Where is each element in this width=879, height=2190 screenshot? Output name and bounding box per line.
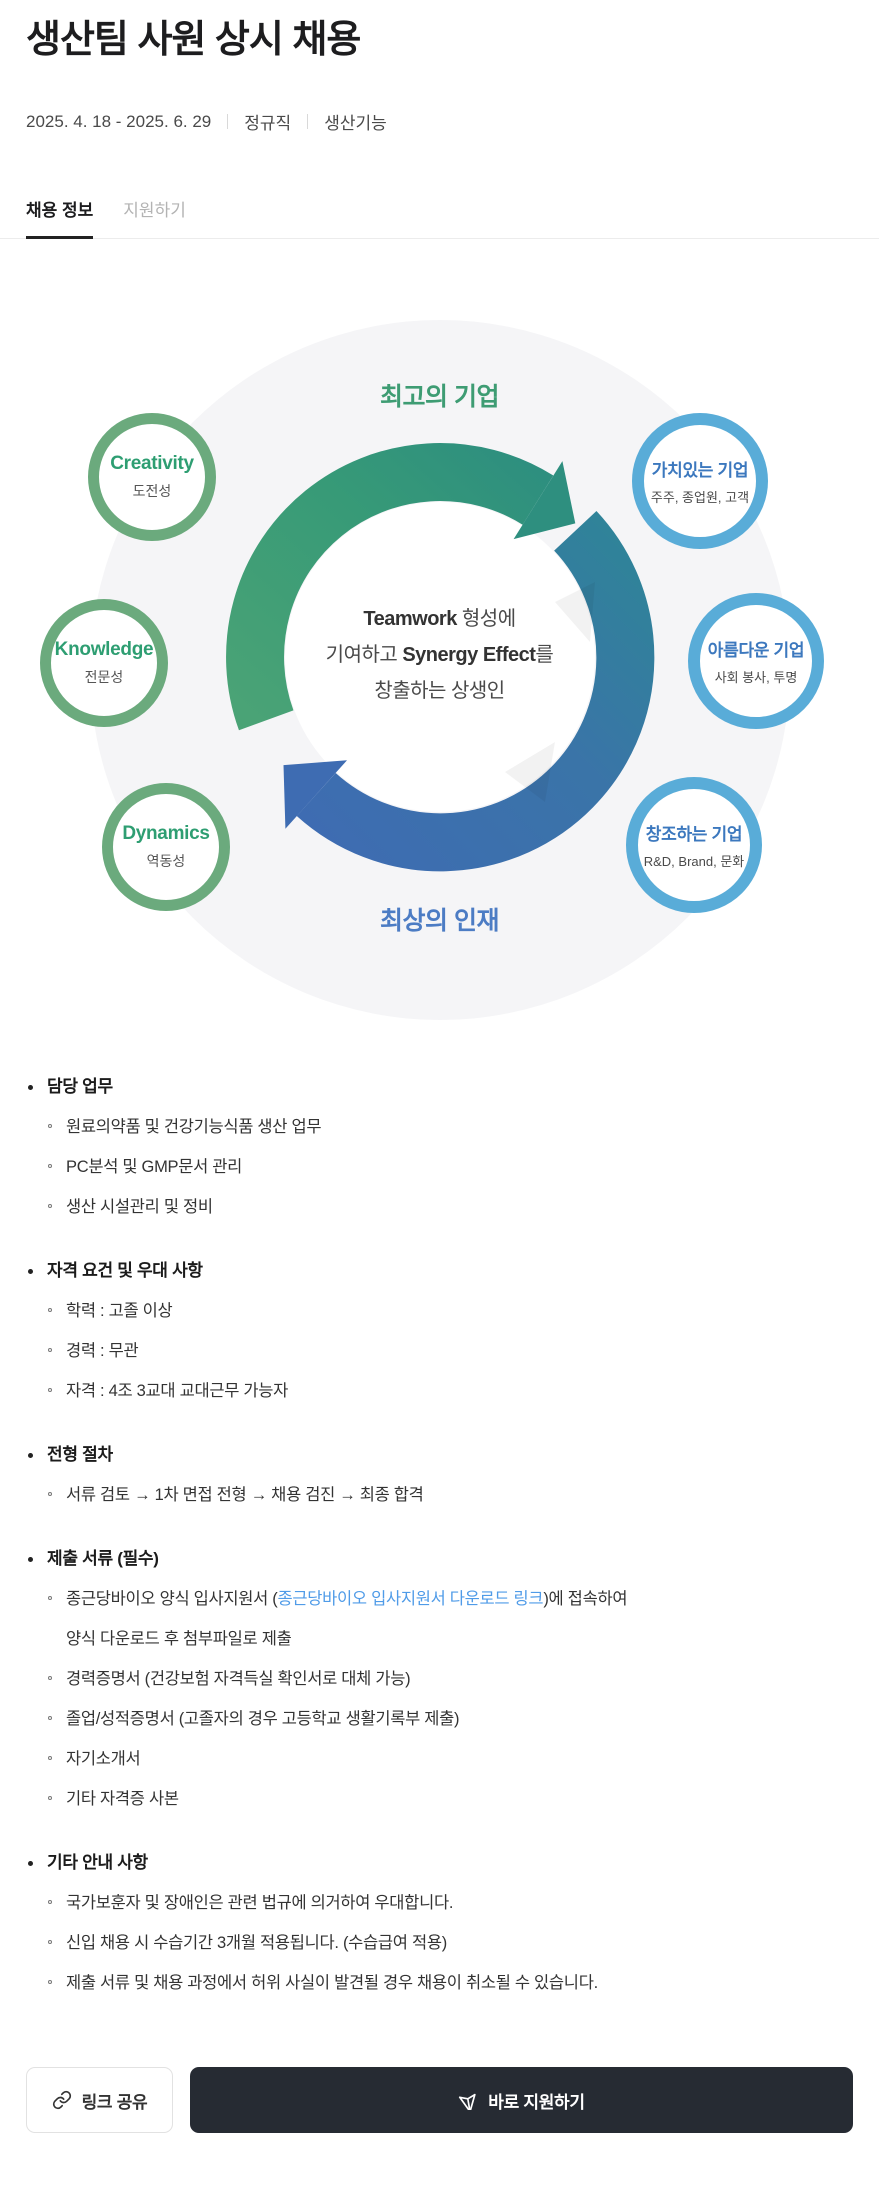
section-title: 제출 서류 (필수) (0, 1539, 879, 1579)
bullet-dot (28, 1860, 33, 1866)
diagram-bottom-label: 최상의 인재 (380, 907, 499, 936)
list-item: 국가보훈자 및 장애인은 관련 법규에 의거하여 우대합니다. (0, 1883, 879, 1923)
bullet-circle (48, 1203, 52, 1208)
list-item: 종근당바이오 양식 입사지원서 (종근당바이오 입사지원서 다운로드 링크)에 … (0, 1579, 879, 1659)
value-circle-left-3: Dynamics 역동성 (102, 783, 230, 912)
job-meta: 2025. 4. 18 - 2025. 6. 29 정규직 생산기능 (26, 109, 853, 134)
section-title: 자격 요건 및 우대 사항 (0, 1251, 879, 1291)
application-form-download-link[interactable]: 종근당바이오 입사지원서 다운로드 링크 (277, 1590, 544, 1609)
bullet-circle (48, 1347, 52, 1352)
link-icon (52, 2091, 71, 2110)
tab-bar: 채용 정보 지원하기 (0, 196, 879, 240)
bullet-circle (48, 1755, 52, 1760)
cycle-arrow-ring (226, 443, 655, 872)
send-icon (459, 2094, 476, 2111)
list-item: 서류 검토 → 1차 면접 전형 → 채용 검진 → 최종 합격 (0, 1475, 879, 1515)
action-bar: 링크 공유 바로 지원하기 (0, 2067, 879, 2175)
list-item: 경력 : 무관 (0, 1331, 879, 1371)
bullet-circle (48, 1595, 52, 1600)
value-circle-subtitle: 주주, 종업원, 고객 (650, 490, 750, 506)
bullet-circle (48, 1491, 52, 1496)
value-circle-left-1: Creativity 도전성 (88, 413, 216, 542)
bullet-dot (28, 1084, 33, 1090)
value-circle-title: Creativity (110, 453, 194, 475)
value-circle-title: 가치있는 기업 (651, 461, 749, 481)
bullet-circle (48, 1795, 52, 1800)
tab-job-info[interactable]: 채용 정보 (26, 196, 94, 240)
bullet-dot (28, 1452, 33, 1458)
job-category: 생산기능 (324, 114, 387, 134)
list-item: 신입 채용 시 수습기간 3개월 적용됩니다. (수습급여 적용) (0, 1923, 879, 1963)
tab-apply[interactable]: 지원하기 (123, 201, 186, 221)
list-item: 제출 서류 및 채용 과정에서 허위 사실이 발견될 경우 채용이 취소될 수 … (0, 1963, 879, 2003)
list-item: 자격 : 4조 3교대 교대근무 가능자 (0, 1371, 879, 1411)
section-title: 기타 안내 사항 (0, 1843, 879, 1883)
list-item: 학력 : 고졸 이상 (0, 1291, 879, 1331)
bullet-circle (48, 1675, 52, 1680)
list-item: 원료의약품 및 건강기능식품 생산 업무 (0, 1107, 879, 1147)
value-circle-subtitle: 역동성 (146, 853, 186, 870)
list-item: 생산 시설관리 및 정비 (0, 1187, 879, 1227)
list-item: PC분석 및 GMP문서 관리 (0, 1147, 879, 1187)
diagram-top-label: 최고의 기업 (380, 383, 499, 412)
section-title: 담당 업무 (0, 1067, 879, 1107)
share-link-label: 링크 공유 (81, 2092, 148, 2112)
value-circle-title: 창조하는 기업 (645, 825, 743, 845)
bullet-circle (48, 1163, 52, 1168)
date-range: 2025. 4. 18 - 2025. 6. 29 (26, 111, 212, 131)
bullet-circle (48, 1939, 52, 1944)
section-title: 전형 절차 (0, 1435, 879, 1475)
value-circle-subtitle: 사회 봉사, 투명 (714, 670, 798, 686)
bullet-circle (48, 1387, 52, 1392)
page-title: 생산팀 사원 상시 채용 (26, 19, 361, 61)
value-circle-subtitle: R&D, Brand, 문화 (643, 854, 745, 870)
value-circle-title: 아름다운 기업 (707, 641, 805, 661)
bullet-circle (48, 1123, 52, 1128)
value-circle-left-2: Knowledge 전문성 (40, 599, 168, 728)
bullet-circle (48, 1715, 52, 1720)
bullet-circle (48, 1899, 52, 1904)
meta-divider (307, 114, 309, 130)
list-item: 자기소개서 (0, 1739, 879, 1779)
apply-now-label: 바로 지원하기 (488, 2092, 585, 2112)
value-circle-title: Knowledge (54, 639, 154, 661)
list-item: 졸업/성적증명서 (고졸자의 경우 고등학교 생활기록부 제출) (0, 1699, 879, 1739)
bullet-dot (28, 1268, 33, 1274)
meta-divider (227, 114, 229, 130)
employment-type: 정규직 (244, 114, 292, 134)
list-item: 경력증명서 (건강보험 자격득실 확인서로 대체 가능) (0, 1659, 879, 1699)
value-circle-right-3: 창조하는 기업 R&D, Brand, 문화 (626, 777, 762, 914)
apply-now-button[interactable]: 바로 지원하기 (190, 2067, 853, 2134)
bullet-dot (28, 1556, 33, 1562)
value-circle-subtitle: 도전성 (132, 483, 172, 500)
bullet-circle (48, 1307, 52, 1312)
share-link-button[interactable]: 링크 공유 (26, 2067, 173, 2134)
list-item: 기타 자격증 사본 (0, 1779, 879, 1819)
value-circle-title: Dynamics (122, 823, 210, 845)
value-circle-subtitle: 전문성 (84, 669, 124, 686)
bullet-circle (48, 1979, 52, 1984)
job-section: 제출 서류 (필수)종근당바이오 양식 입사지원서 (종근당바이오 입사지원서 … (0, 1539, 879, 1819)
